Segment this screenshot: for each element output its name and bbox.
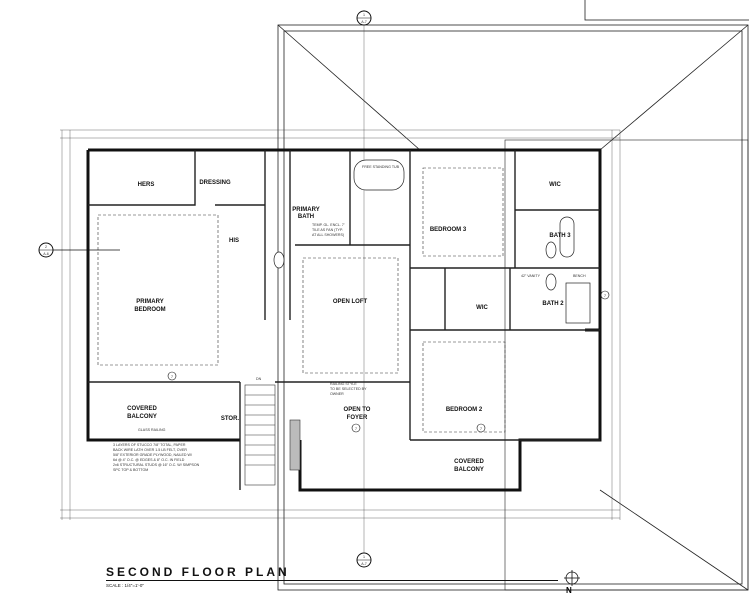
tub-icon	[353, 159, 405, 191]
toilet-icon	[545, 241, 557, 259]
fixtures	[273, 159, 591, 324]
interior-walls	[88, 150, 600, 490]
room-wic: WIC	[476, 305, 488, 311]
svg-text:1: 1	[363, 555, 365, 559]
roof-outline	[277, 24, 749, 591]
room-bath-3: BATH 3	[549, 233, 571, 239]
room-labels: HERS DRESSING PRIMARY BATH HIS PRIMARY B…	[127, 180, 571, 473]
svg-text:TILE AS FAN (TYP.: TILE AS FAN (TYP.	[312, 228, 343, 232]
room-primary-bedroom: PRIMARY	[136, 299, 163, 305]
room-primary-bath: PRIMARY	[292, 207, 319, 213]
svg-text:BALCONY: BALCONY	[127, 414, 157, 420]
svg-text:1: 1	[363, 13, 365, 17]
room-open-loft: OPEN LOFT	[333, 299, 368, 305]
section-marker-bottom[interactable]: 1 A-7	[356, 552, 372, 568]
room-his: HIS	[229, 238, 239, 244]
svg-text:7: 7	[355, 427, 357, 431]
svg-text:BENCH: BENCH	[573, 274, 586, 278]
section-marker-top[interactable]: 1 A-7	[356, 10, 372, 26]
svg-text:SPC TOP & BOTTOM: SPC TOP & BOTTOM	[113, 468, 148, 472]
svg-text:AT ALL SHOWERS): AT ALL SHOWERS)	[312, 233, 344, 237]
room-covered-balcony: COVERED	[454, 459, 484, 465]
door-tags: 7 7 7 7	[167, 290, 610, 433]
room-hers: HERS	[138, 182, 155, 188]
svg-text:BEDROOM: BEDROOM	[134, 307, 165, 313]
title-block	[584, 0, 749, 21]
svg-text:BALCONY: BALCONY	[454, 467, 484, 473]
svg-text:3 LAYERS OF STUCCO 7/8" TOTAL,: 3 LAYERS OF STUCCO 7/8" TOTAL, PAPER	[113, 443, 186, 447]
title-underline	[106, 580, 558, 581]
section-marker-left[interactable]: 2 A-6	[38, 242, 120, 258]
svg-text:OWNER: OWNER	[330, 392, 344, 396]
svg-text:BATH: BATH	[298, 214, 314, 220]
exterior-walls	[86, 148, 602, 492]
toilet-icon	[273, 251, 285, 269]
room-bedroom-2: BEDROOM 2	[446, 407, 483, 413]
annotations: FREE STANDING TUB TEMP. GL. ENCL. 7' TIL…	[113, 165, 586, 472]
svg-text:DN: DN	[256, 377, 262, 381]
svg-text:2x6 STRUCTURAL STUDS @ 16" O.C: 2x6 STRUCTURAL STUDS @ 16" O.C. W/ SIMPS…	[113, 463, 200, 467]
north-label: N	[566, 586, 572, 595]
svg-text:FOYER: FOYER	[347, 415, 368, 421]
svg-text:FREE STANDING TUB: FREE STANDING TUB	[362, 165, 400, 169]
svg-text:42" VANITY: 42" VANITY	[521, 274, 541, 278]
room-dressing: DRESSING	[199, 180, 231, 186]
svg-text:GLASS RAILING: GLASS RAILING	[138, 428, 166, 432]
svg-text:6d @ 4" O.C. @ EDGES & 8" O.C.: 6d @ 4" O.C. @ EDGES & 8" O.C. IN FIELD	[113, 458, 185, 462]
room-bath-2: BATH 2	[542, 301, 564, 307]
room-open-to-foyer: OPEN TO	[344, 407, 371, 413]
room-bedroom-3: BEDROOM 3	[430, 227, 467, 233]
toilet-icon	[545, 273, 557, 291]
svg-text:TO BE SELECTED BY: TO BE SELECTED BY	[330, 387, 367, 391]
svg-text:7: 7	[604, 294, 606, 298]
tub-icon	[559, 216, 575, 258]
svg-text:A-7: A-7	[361, 562, 367, 566]
north-arrow-icon	[564, 570, 580, 586]
svg-text:RAILING STYLE: RAILING STYLE	[330, 382, 357, 386]
svg-text:2: 2	[45, 245, 47, 249]
room-storage: STOR.	[221, 416, 240, 422]
svg-text:BACK WIRE LATH OVER 1.5 LB FEL: BACK WIRE LATH OVER 1.5 LB FELT, OVER	[113, 448, 187, 452]
stairs	[244, 384, 301, 486]
svg-text:A-6: A-6	[43, 252, 49, 256]
svg-text:TEMP. GL. ENCL. 7': TEMP. GL. ENCL. 7'	[312, 223, 345, 227]
room-covered-balcony: COVERED	[127, 406, 157, 412]
dashed-ceiling-outlines	[97, 167, 506, 433]
svg-text:A-7: A-7	[361, 20, 367, 24]
svg-text:7: 7	[171, 375, 173, 379]
svg-text:5/8" EXTERIOR GRADE PLYWOOD, N: 5/8" EXTERIOR GRADE PLYWOOD, NAILED W/	[113, 453, 192, 457]
drawing-title: SECOND FLOOR PLAN	[106, 565, 290, 579]
dimension-lines	[60, 10, 621, 560]
svg-text:7: 7	[480, 427, 482, 431]
drawing-scale: SCALE : 1/4"=1'-0"	[106, 583, 144, 588]
shower-icon	[565, 282, 591, 324]
room-wic: WIC	[549, 182, 561, 188]
